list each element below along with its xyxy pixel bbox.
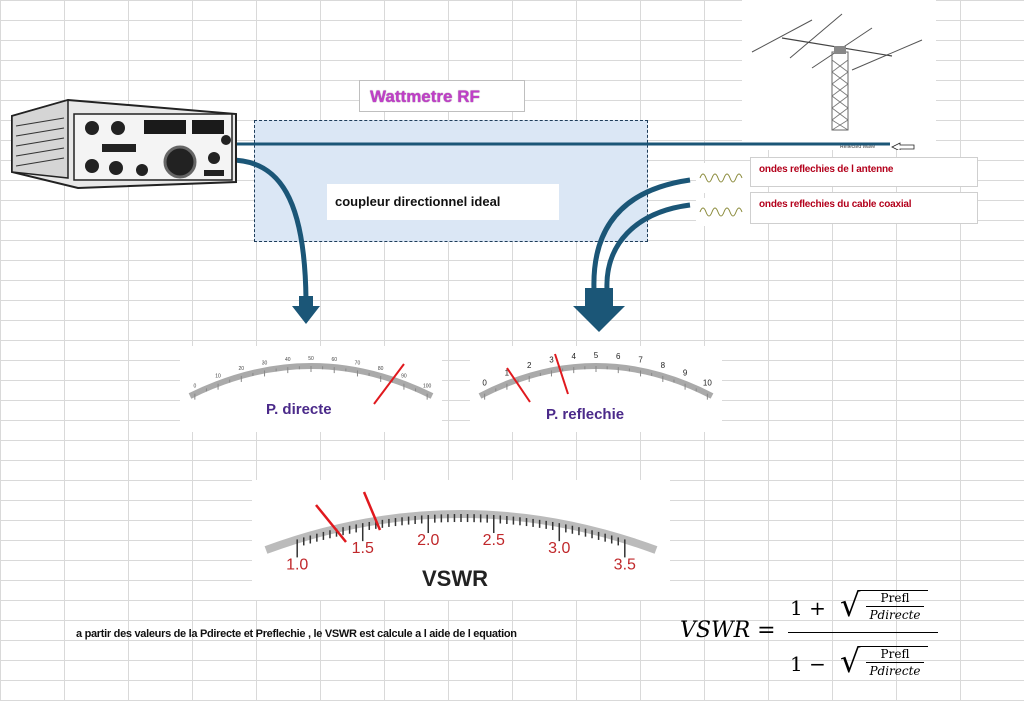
scale-label: 5 [594, 351, 599, 360]
scale-label: 8 [661, 361, 666, 370]
scale-label: 70 [355, 360, 361, 366]
scale-label: 6 [616, 352, 621, 361]
reflected-power-label: P. reflechie [546, 406, 625, 423]
coax-reflection-cable [604, 202, 691, 291]
scale-label: 30 [262, 360, 268, 366]
direct-power-cable [229, 157, 309, 301]
antenna-reflection-label: ondes reflechies de l antenne [750, 157, 978, 187]
numerator-prefl: Prefl [880, 591, 910, 605]
antenna-reflection-cable [591, 177, 691, 291]
explanation-text: a partir des valeurs de la Pdirecte et P… [76, 628, 517, 640]
scale-label: 80 [378, 366, 384, 372]
equation-denominator-prefix: 1 − [790, 652, 826, 676]
scale-label: 4 [572, 352, 577, 361]
reflected-power-needle-2 [554, 353, 569, 395]
scale-label: 10 [703, 379, 712, 388]
equation-fraction-bar [788, 632, 938, 633]
scale-label: 50 [308, 356, 314, 362]
scale-label: 40 [285, 357, 291, 363]
page-title: Wattmetre RF [359, 80, 525, 112]
scale-label: 20 [239, 366, 245, 372]
coax-reflection-label: ondes reflechies du cable coaxial [750, 192, 978, 224]
coupler-label: coupleur directionnel ideal [327, 184, 559, 220]
equation-lhs: VSWR = [680, 618, 776, 643]
vswr-meter: 1.0 1.5 2.0 2.5 3.0 3.5 VSWR [252, 480, 670, 600]
scale-label: 1.0 [286, 556, 308, 573]
vswr-needle-2 [362, 491, 382, 531]
direct-power-label: P. directe [266, 401, 332, 418]
scale-label: 0 [482, 379, 487, 388]
scale-label: 3.0 [548, 540, 570, 557]
vswr-equation: VSWR = 1 + √ Prefl Pdirecte 1 − √ Prefl … [672, 586, 942, 694]
scale-label: 90 [401, 374, 407, 380]
scale-label: 2.0 [417, 532, 439, 549]
reflected-wave-caption: Reflected Wave [840, 144, 876, 150]
scale-label: 7 [638, 355, 643, 364]
vswr-label: VSWR [422, 566, 488, 591]
scale-label: 3 [549, 355, 554, 364]
reflected-power-arrow [573, 288, 625, 332]
scale-label: 9 [683, 369, 688, 378]
antenna-wave [699, 173, 743, 183]
antenna-tower-image [742, 0, 936, 152]
scale-label: 2.5 [483, 532, 505, 549]
numerator-pdirecte: Pdirecte [869, 608, 921, 622]
direct-power-meter: 0 10 20 30 40 50 60 70 80 90 100 P. directe [180, 346, 442, 432]
scale-label: 1 [505, 369, 510, 378]
sqrt-icon: √ [840, 642, 861, 680]
scale-label: 2 [527, 361, 532, 370]
reflected-power-needle-1 [506, 367, 531, 403]
scale-label: 60 [331, 357, 337, 363]
directional-coupler-box [254, 120, 648, 242]
scale-label: 10 [215, 374, 221, 380]
scale-label: 0 [193, 384, 196, 390]
equation-numerator-prefix: 1 + [790, 596, 826, 620]
direct-power-needle [373, 363, 405, 405]
coax-wave [699, 207, 743, 217]
direct-power-arrow [292, 296, 320, 324]
radio-transceiver-image [8, 96, 240, 192]
scale-label: 1.5 [352, 540, 374, 557]
sqrt-icon: √ [840, 586, 861, 624]
reflected-power-meter: 0 1 2 3 4 5 6 7 8 9 10 P. reflechie [470, 346, 722, 432]
denominator-prefl: Prefl [880, 647, 910, 661]
scale-label: 100 [423, 384, 432, 390]
scale-label: 3.5 [614, 556, 636, 573]
denominator-pdirecte: Pdirecte [869, 664, 921, 678]
vswr-needle-1 [315, 504, 347, 543]
